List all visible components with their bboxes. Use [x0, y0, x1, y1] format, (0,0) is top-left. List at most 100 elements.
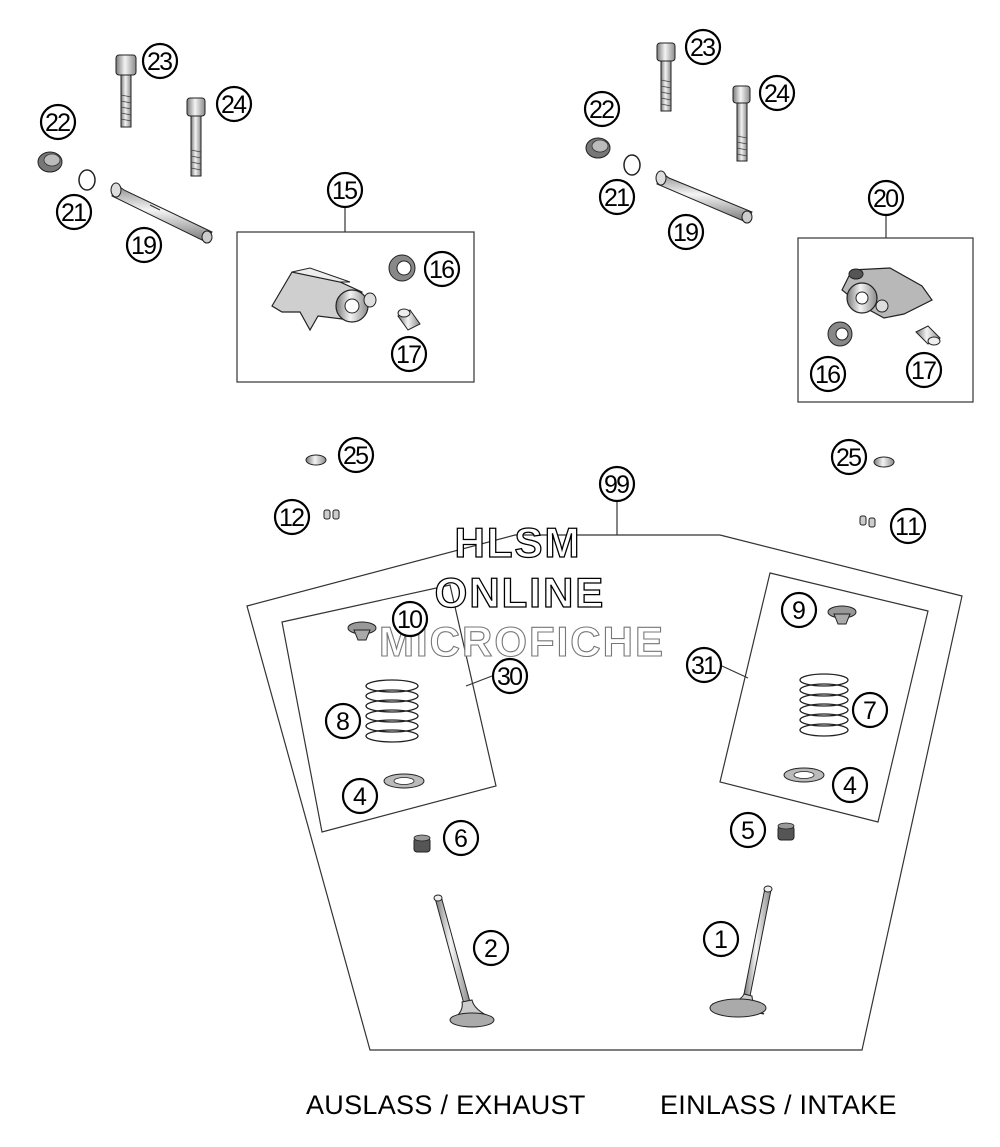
callout-number: 25 — [836, 444, 862, 472]
callout-number: 24 — [221, 91, 247, 119]
o-ring-21-left — [78, 169, 96, 191]
callout-31: 31 — [685, 646, 723, 684]
callout-number: 10 — [397, 606, 423, 634]
callout-24: 24 — [215, 85, 253, 123]
spring-retainer-9 — [827, 605, 857, 625]
callout-circle — [729, 811, 767, 849]
callout-20: 20 — [867, 179, 905, 217]
callout-5: 5 — [729, 811, 767, 849]
callout-circle — [491, 657, 529, 695]
callout-19: 19 — [667, 213, 705, 251]
callout-number: 22 — [589, 96, 615, 124]
caption-intake: EINLASS / INTAKE — [660, 1090, 897, 1120]
callout-number: 12 — [279, 504, 305, 532]
callout-circle — [326, 171, 364, 209]
callout-circle — [125, 226, 163, 264]
frame-spring-kit-30 — [281, 584, 497, 833]
valve-keepers-12 — [323, 509, 340, 520]
callout-circle — [324, 702, 362, 740]
callout-circle — [598, 178, 636, 216]
callout-circle — [442, 819, 480, 857]
shim-25-right — [873, 456, 895, 468]
callout-number: 16 — [429, 256, 455, 284]
callout-99: 99 — [598, 465, 636, 503]
callout-8: 8 — [324, 702, 362, 740]
callout-2: 2 — [472, 929, 510, 967]
spring-seat-4-exhaust — [383, 773, 425, 789]
valve-spring-7 — [799, 673, 849, 737]
valve-spring-8 — [365, 679, 419, 743]
frame-valve-kit-99 — [246, 534, 963, 1051]
callout-number: 99 — [604, 471, 630, 499]
callout-number: 19 — [673, 219, 699, 247]
callout-23: 23 — [684, 28, 722, 66]
plug-22-right — [585, 137, 611, 159]
callout-number: 17 — [396, 341, 422, 369]
callout-30: 30 — [491, 657, 529, 695]
callout-number: 4 — [353, 783, 367, 811]
callout-circle — [809, 355, 847, 393]
callout-4: 4 — [341, 777, 379, 815]
frame-spring-kit-31 — [719, 572, 929, 823]
leader-lines — [344, 208, 887, 687]
callout-17: 17 — [390, 335, 428, 373]
watermark-line-2: ONLINE — [435, 569, 606, 616]
callout-21: 21 — [55, 193, 93, 231]
callout-circle — [684, 28, 722, 66]
caption-exhaust: AUSLASS / EXHAUST — [306, 1090, 586, 1120]
callout-circle — [390, 335, 428, 373]
callout-16: 16 — [423, 250, 461, 288]
callout-number: 25 — [343, 442, 369, 470]
callout-number: 24 — [764, 80, 790, 108]
callout-22: 22 — [39, 103, 77, 141]
callout-circle — [583, 90, 621, 128]
callout-circle — [830, 438, 868, 476]
callout-4: 4 — [831, 766, 869, 804]
callout-number: 17 — [911, 357, 937, 385]
shim-25-left — [305, 454, 327, 466]
callout-circle — [273, 498, 311, 536]
bolt-24-right — [732, 85, 751, 162]
callout-19: 19 — [125, 226, 163, 264]
shaft-19-left — [110, 182, 213, 244]
callout-9: 9 — [780, 591, 818, 629]
callout-17: 17 — [905, 351, 943, 389]
bearing-16-left — [388, 254, 416, 282]
callout-number: 30 — [497, 663, 523, 691]
callout-circle — [867, 179, 905, 217]
callout-circle — [39, 103, 77, 141]
o-ring-21-right — [623, 154, 641, 176]
callout-circle — [831, 766, 869, 804]
exhaust-valve-2 — [433, 894, 495, 1028]
callout-number: 31 — [691, 652, 717, 680]
callout-circle — [889, 507, 927, 545]
plug-22-left — [37, 151, 63, 173]
callout-circle — [905, 351, 943, 389]
callout-circle — [341, 777, 379, 815]
callout-12: 12 — [273, 498, 311, 536]
callout-number: 4 — [843, 772, 857, 800]
callout-6: 6 — [442, 819, 480, 857]
callout-1: 1 — [702, 920, 740, 958]
callout-number: 2 — [484, 935, 498, 963]
callout-circle — [598, 465, 636, 503]
callout-number: 11 — [895, 513, 921, 541]
valve-stem-seal-6 — [413, 834, 431, 853]
callout-10: 10 — [391, 600, 429, 638]
valve-stem-seal-5 — [777, 822, 795, 841]
callout-number: 16 — [815, 361, 841, 389]
callout-circle — [702, 920, 740, 958]
callout-11: 11 — [889, 507, 927, 545]
intake-valve-1 — [709, 885, 773, 1018]
callout-circle — [55, 193, 93, 231]
callout-number: 1 — [714, 926, 728, 954]
callout-number: 6 — [454, 825, 468, 853]
bolt-23-right — [656, 42, 676, 112]
callout-circle — [758, 74, 796, 112]
bolt-24-left — [186, 97, 206, 177]
pin-17-right — [915, 325, 941, 346]
callout-21: 21 — [598, 178, 636, 216]
callout-number: 22 — [45, 109, 71, 137]
callout-circle — [337, 436, 375, 474]
